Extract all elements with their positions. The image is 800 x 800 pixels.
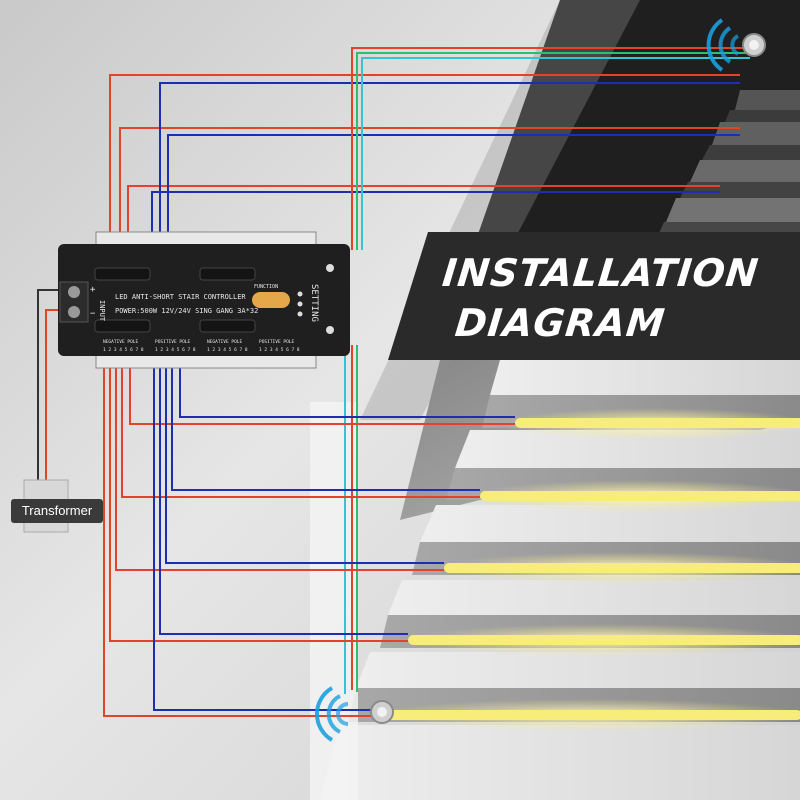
pin-numbers-1: 1 2 3 4 5 6 7 8 [103, 347, 144, 353]
positive-pole-label-2: POSITIVE POLE [259, 339, 295, 345]
title-line-1: INSTALLATION [440, 251, 762, 295]
screw-positive [68, 286, 80, 298]
sensor-top [706, 18, 766, 72]
pin-numbers-2: 1 2 3 4 5 6 7 8 [155, 347, 196, 353]
led-strips [372, 408, 800, 731]
positive-pole-label-1: POSITIVE POLE [155, 339, 191, 345]
led-strip-4 [408, 635, 800, 645]
controller-power-text: POWER:500W 12V/24V SING GANG 3A*32 [115, 307, 258, 315]
wiring [37, 47, 750, 717]
banner-title: INSTALLATION DIAGRAM [435, 248, 791, 348]
led-strip-5 [372, 710, 800, 720]
transformer-label: Transformer [11, 499, 103, 523]
sensor-port-top [326, 264, 334, 272]
sensor-bottom [314, 686, 394, 742]
connector-3 [94, 319, 151, 333]
top-terminal-strip [95, 231, 317, 247]
led-strip-3 [444, 563, 800, 573]
led-strip-2 [480, 491, 800, 501]
controller-input-label: INPUT [98, 300, 106, 322]
connector-4 [199, 319, 256, 333]
sensor-port-bottom [326, 326, 334, 334]
pin-numbers-4: 1 2 3 4 5 6 7 8 [259, 347, 300, 353]
title-line-2: DIAGRAM [453, 301, 668, 345]
light-column [310, 402, 358, 800]
negative-pole-label-2: NEGATIVE POLE [207, 339, 243, 345]
function-button [252, 292, 290, 308]
led-strip-1 [515, 418, 800, 428]
controller-plus: + [90, 285, 96, 295]
connector-1 [94, 267, 151, 281]
bottom-terminal-strip [95, 353, 317, 369]
controller-minus: − [90, 309, 96, 319]
controller-board: INPUT + − LED ANTI-SHORT STAIR CONTROLLE… [58, 231, 350, 369]
screw-negative [68, 306, 80, 318]
pin-numbers-3: 1 2 3 4 5 6 7 8 [207, 347, 248, 353]
negative-pole-label-1: NEGATIVE POLE [103, 339, 139, 345]
controller-setting-label: SETTING [309, 284, 319, 322]
connector-2 [199, 267, 256, 281]
controller-function-label: FUNCTION [254, 284, 278, 290]
controller-title: LED ANTI-SHORT STAIR CONTROLLER [115, 293, 246, 301]
title-banner [388, 232, 800, 360]
